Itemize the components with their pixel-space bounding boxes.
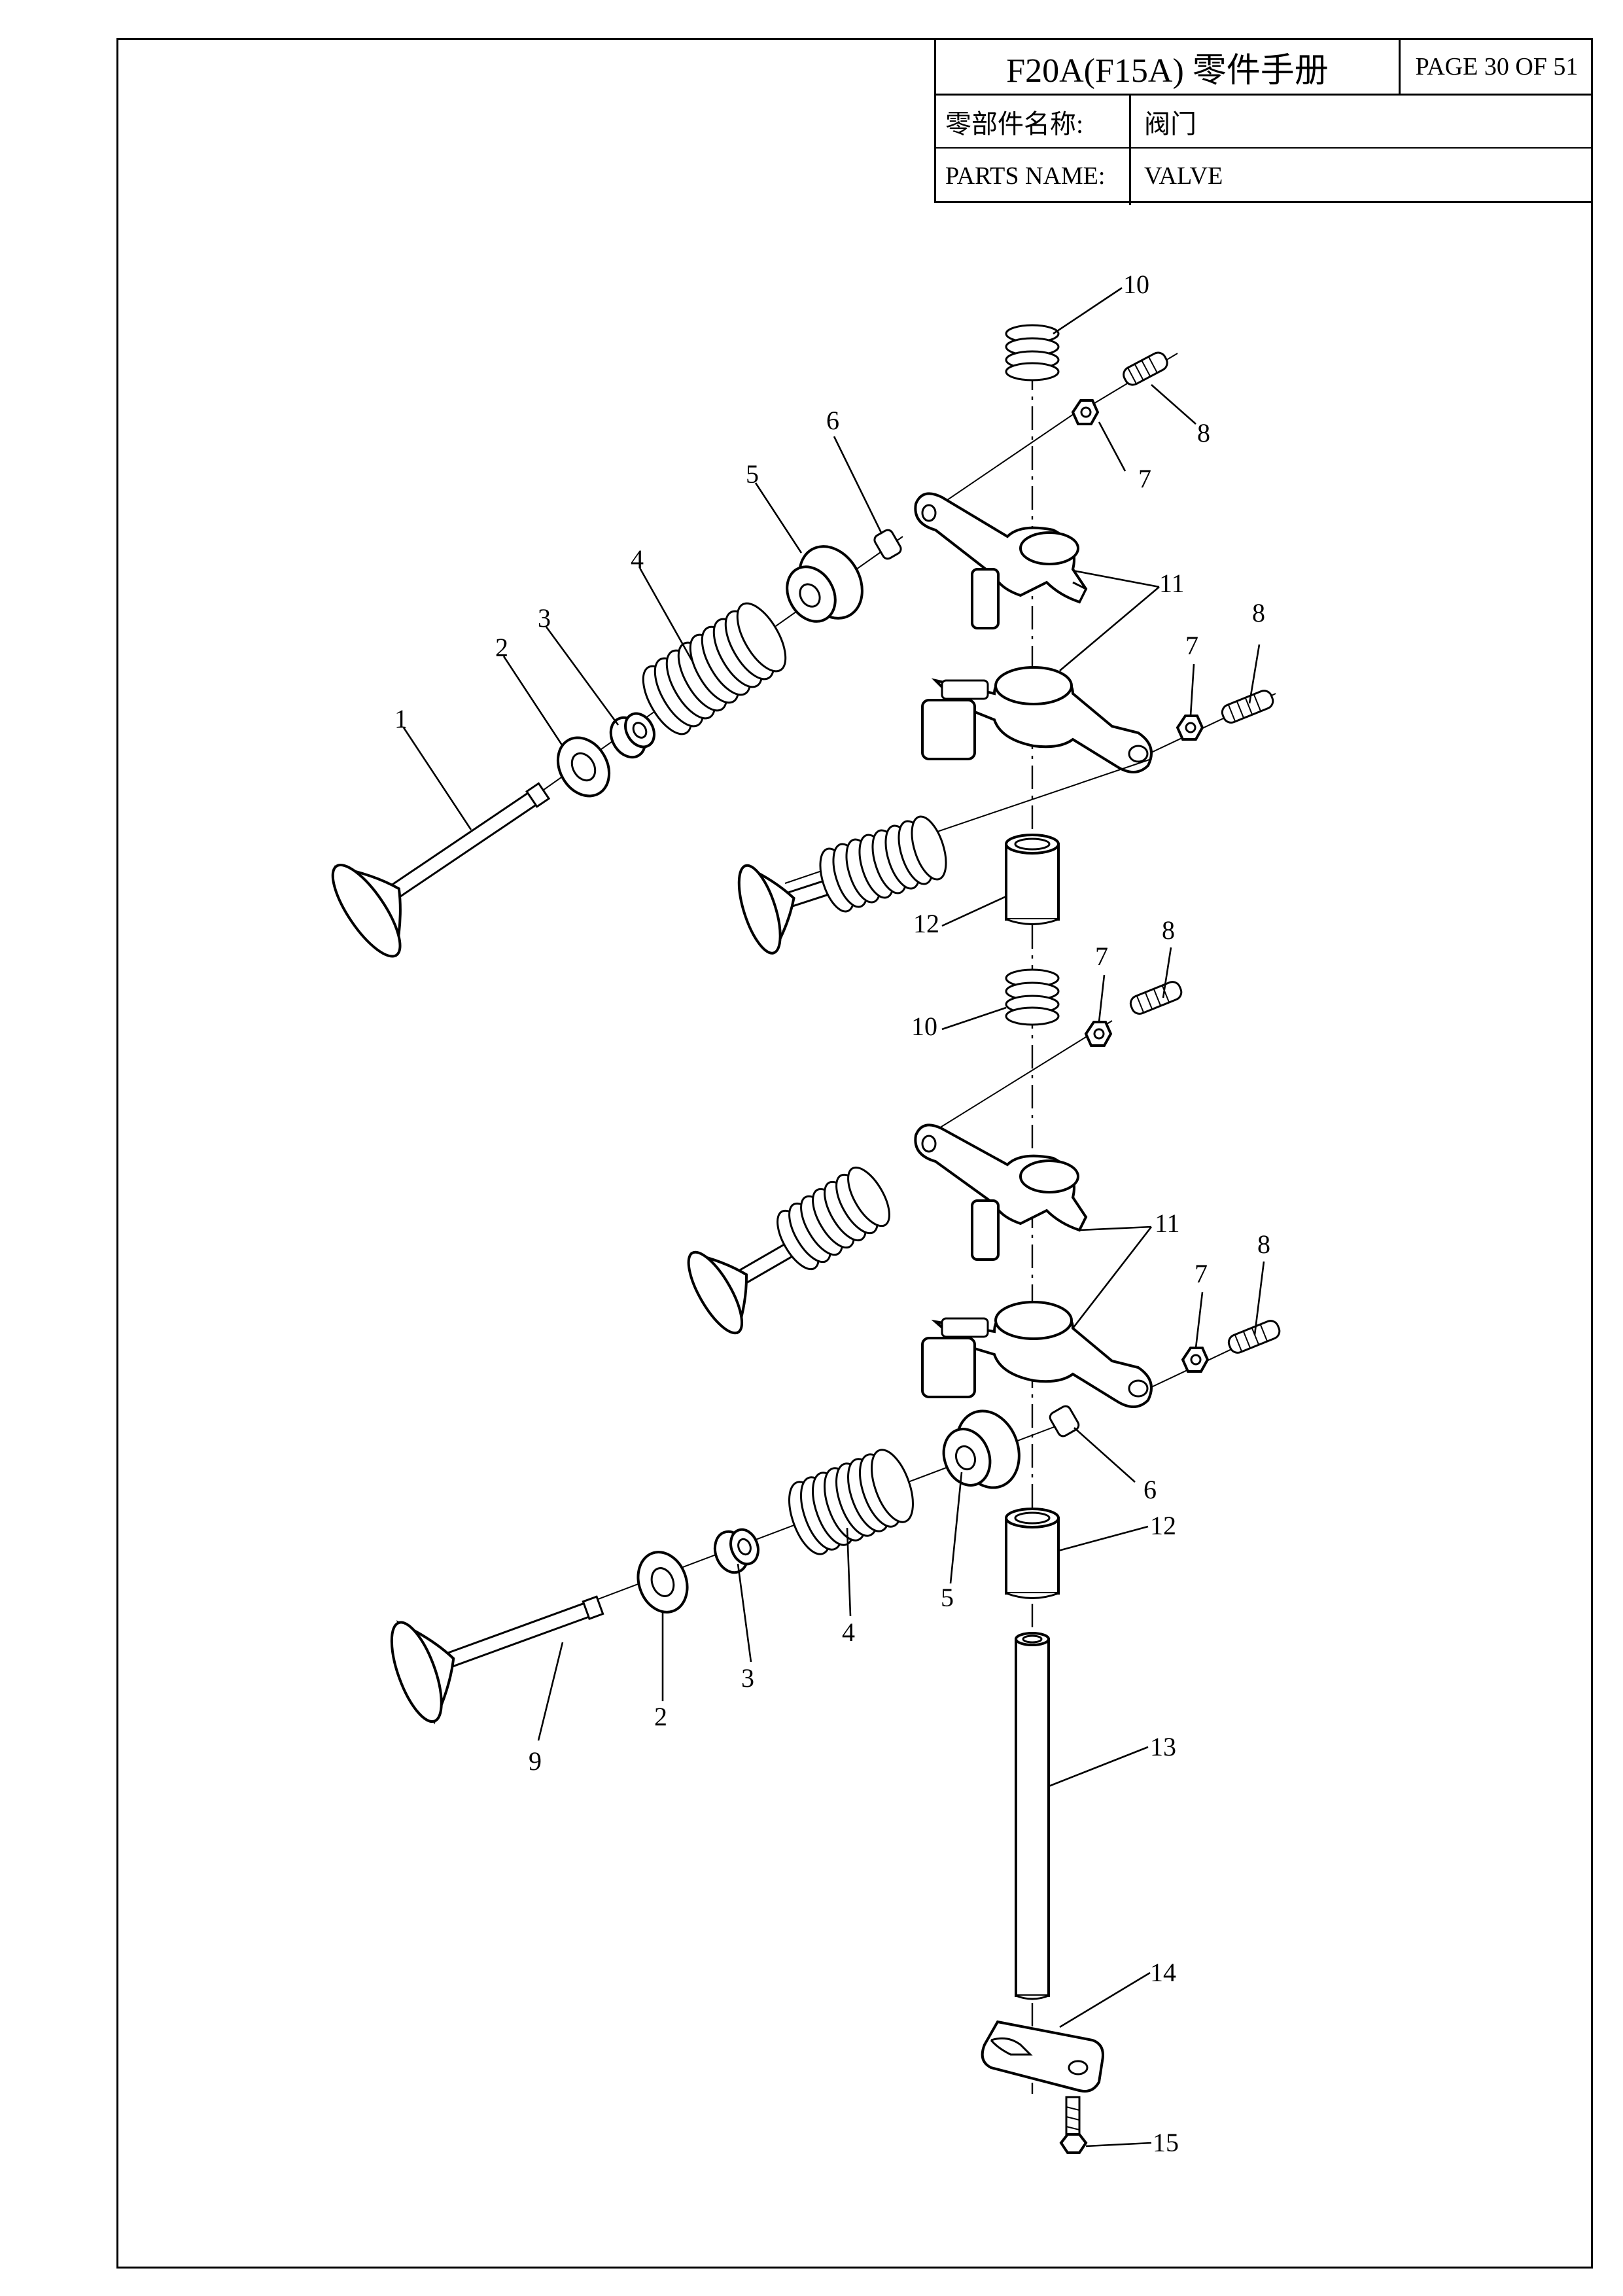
callout-8-upper-a: 8 bbox=[1197, 418, 1210, 448]
callout-4-lower: 4 bbox=[842, 1617, 855, 1647]
callout-labels: 1 2 3 4 5 6 7 8 10 11 7 8 12 10 7 8 11 7… bbox=[394, 270, 1270, 2157]
callout-7-upper-a: 7 bbox=[1138, 464, 1151, 493]
callout-7-upper-b: 7 bbox=[1185, 631, 1198, 660]
en-parts-name-label: PARTS NAME: bbox=[945, 162, 1106, 190]
spring-4-lower bbox=[788, 1449, 914, 1555]
callout-1: 1 bbox=[394, 704, 408, 733]
callout-14: 14 bbox=[1150, 1958, 1176, 1987]
lower-valve-assembly bbox=[390, 1405, 1080, 1725]
exhaust-valve-9 bbox=[390, 1595, 604, 1725]
callout-10-lower: 10 bbox=[911, 1012, 937, 1041]
callout-7-lower-b: 7 bbox=[1195, 1259, 1208, 1288]
leader-lines bbox=[402, 287, 1265, 2147]
cn-parts-name-value: 阀门 bbox=[1144, 109, 1196, 139]
callout-3-upper: 3 bbox=[538, 603, 551, 633]
callout-11-lower: 11 bbox=[1155, 1209, 1180, 1238]
spring-4-upper bbox=[642, 602, 787, 735]
name-row-divider bbox=[936, 147, 1591, 149]
adjuster-lower-b bbox=[1151, 1320, 1281, 1388]
retainer-5-lower bbox=[942, 1409, 1021, 1489]
rocker-arm-11-a bbox=[914, 492, 1088, 629]
manual-title: F20A(F15A) 零件手册 bbox=[1006, 52, 1329, 90]
cotter-6-lower bbox=[1049, 1405, 1080, 1438]
rocker-arm-11-c bbox=[914, 1123, 1088, 1261]
spring-10-upper bbox=[1005, 324, 1060, 381]
callout-8-lower-b: 8 bbox=[1257, 1229, 1270, 1259]
title-block: F20A(F15A) 零件手册 PAGE 30 OF 51 零部件名称: 阀门 … bbox=[934, 38, 1593, 205]
page-cell-divider bbox=[1399, 40, 1401, 94]
upper-valve-assembly bbox=[331, 529, 903, 958]
seal-3-upper bbox=[609, 712, 655, 759]
cn-parts-name-label: 零部件名称: bbox=[945, 109, 1084, 139]
adjuster-lower-a bbox=[922, 981, 1183, 1139]
cotter-6-upper bbox=[873, 529, 902, 560]
callout-8-lower-a: 8 bbox=[1162, 915, 1175, 945]
washer-2-upper bbox=[556, 736, 611, 798]
callout-7-lower-a: 7 bbox=[1095, 942, 1108, 971]
callout-6-upper: 6 bbox=[826, 406, 839, 435]
spring-10-lower bbox=[1005, 968, 1060, 1026]
callout-6-lower: 6 bbox=[1143, 1475, 1157, 1504]
callout-11-upper: 11 bbox=[1159, 569, 1185, 598]
intake-valve-1 bbox=[331, 782, 551, 958]
sleeve-12-lower bbox=[1005, 1508, 1060, 1599]
adjuster-upper-b bbox=[1151, 690, 1276, 753]
callout-2-upper: 2 bbox=[495, 633, 508, 662]
bolt-15 bbox=[1059, 2096, 1088, 2154]
page-number: PAGE 30 OF 51 bbox=[1415, 53, 1579, 80]
upper-rocker-arms bbox=[914, 405, 1153, 773]
push-rod-13 bbox=[1015, 1632, 1050, 2000]
bracket-14 bbox=[981, 2020, 1104, 2093]
callout-2-lower: 2 bbox=[654, 1702, 667, 1731]
callout-3-lower: 3 bbox=[741, 1663, 754, 1693]
label-column-divider bbox=[1129, 94, 1131, 205]
retainer-5-upper bbox=[786, 545, 864, 623]
callout-12-lower: 12 bbox=[1150, 1511, 1176, 1540]
callout-8-upper-b: 8 bbox=[1252, 598, 1265, 627]
lower-rocker-arms bbox=[914, 1123, 1153, 1408]
drawing-frame bbox=[116, 38, 1593, 2269]
seal-3-lower bbox=[713, 1528, 759, 1574]
title-row-divider bbox=[936, 94, 1591, 96]
callout-12-upper: 12 bbox=[913, 909, 939, 938]
sleeve-12-upper bbox=[1005, 834, 1060, 925]
callout-9: 9 bbox=[529, 1746, 542, 1776]
rocker-arm-11-b bbox=[921, 666, 1153, 773]
callout-15: 15 bbox=[1153, 2128, 1179, 2157]
callout-5-lower: 5 bbox=[941, 1583, 954, 1612]
exhaust-valve-assembly-upper bbox=[737, 758, 1152, 955]
callout-13: 13 bbox=[1150, 1732, 1176, 1761]
adjuster-upper-a bbox=[1071, 351, 1178, 425]
callout-4-upper: 4 bbox=[631, 544, 644, 574]
callout-10-upper: 10 bbox=[1123, 270, 1149, 299]
washer-2-lower bbox=[637, 1551, 689, 1614]
en-parts-name-value: VALVE bbox=[1144, 162, 1223, 190]
exhaust-valve-assembly-lower bbox=[687, 1166, 890, 1335]
rocker-arm-11-d bbox=[921, 1301, 1153, 1408]
callout-5-upper: 5 bbox=[746, 459, 759, 489]
